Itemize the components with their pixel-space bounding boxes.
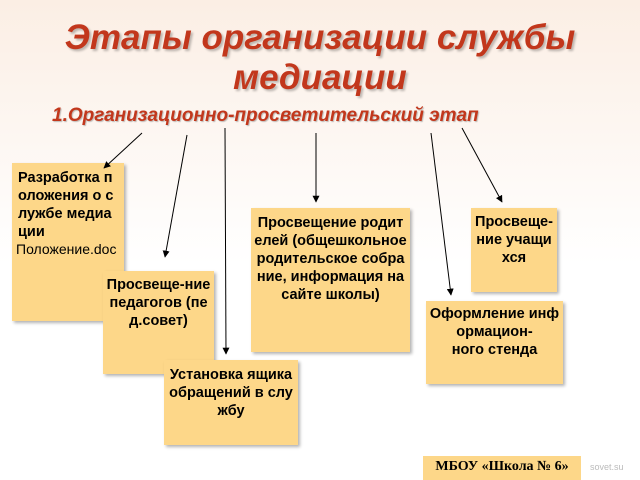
box-roditeli-text: Просвещение родителей (общешкольное роди… [254, 215, 407, 303]
box-stend-text: Оформление информацион- ного стенда [429, 306, 560, 358]
arrow-to-yashik [222, 127, 230, 355]
watermark: sovet.su [590, 462, 624, 472]
arrow-to-stend [430, 132, 454, 296]
school-label: МБОУ «Школа № 6» [423, 456, 581, 480]
attachment-link[interactable]: Положение.doc [16, 241, 117, 257]
box-yashik-text: Установка ящика обращений в службу [169, 367, 293, 419]
box-uchashchiesya: Просвеще-ние учащихся [471, 208, 557, 292]
arrow-to-pedagogi [162, 134, 188, 258]
box-polozhenie-text: Разработка положения о службе медиации [18, 170, 114, 240]
box-uchashchiesya-text: Просвеще-ние учащихся [475, 214, 553, 266]
box-polozhenie: Разработка положения о службе медиации П… [12, 163, 124, 321]
box-pedagogi: Просвеще-ние педагогов (пед.совет) [103, 271, 214, 374]
page-title: Этапы организации службы медиации [64, 18, 576, 97]
arrow-to-uchashchiesya [461, 127, 503, 203]
box-roditeli: Просвещение родителей (общешкольное роди… [251, 208, 410, 352]
stage-subtitle: 1.Организационно-просветительский этап [52, 105, 479, 126]
box-yashik: Установка ящика обращений в службу [164, 360, 298, 445]
box-stend: Оформление информацион- ного стенда [426, 301, 563, 384]
box-pedagogi-text: Просвеще-ние педагогов (пед.совет) [106, 277, 211, 329]
